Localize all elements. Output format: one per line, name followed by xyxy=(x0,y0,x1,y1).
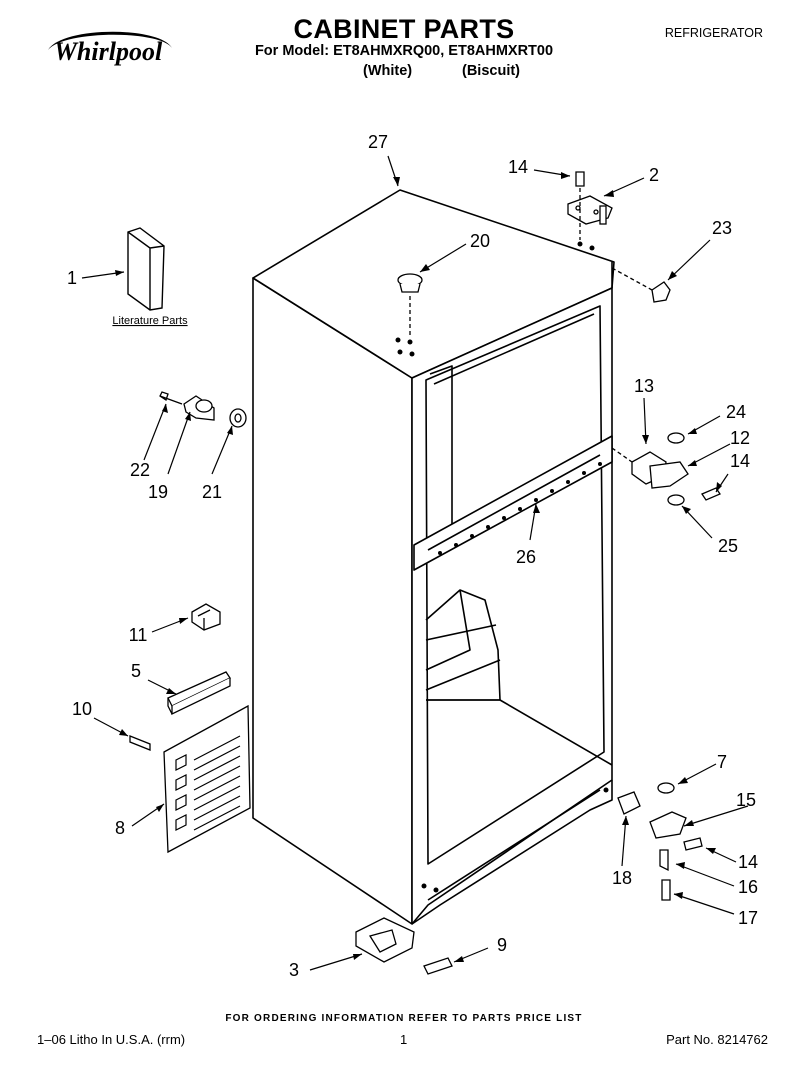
plug-part-20 xyxy=(397,273,423,336)
bottom-hinge-parts-15-18 xyxy=(617,782,703,901)
ordering-note: FOR ORDERING INFORMATION REFER TO PARTS … xyxy=(225,1013,583,1024)
callout-11: 11 xyxy=(129,625,148,645)
callout-21: 21 xyxy=(202,482,222,502)
callout-numbers: 27 14 2 20 23 1 13 24 12 14 22 19 21 26 … xyxy=(67,132,758,980)
callout-15: 15 xyxy=(736,790,756,810)
page-number: 1 xyxy=(400,1032,408,1047)
callout-7: 7 xyxy=(717,752,727,772)
callout-24: 24 xyxy=(726,402,746,422)
callout-3: 3 xyxy=(289,960,299,980)
callout-10: 10 xyxy=(72,699,92,719)
model-line: For Model: ET8AHMXRQ00, ET8AHMXRT00 xyxy=(254,43,554,59)
callout-16: 16 xyxy=(738,877,758,897)
page-title: CABINET PARTS xyxy=(293,14,515,44)
variant-biscuit: (Biscuit) xyxy=(462,63,520,79)
callout-26: 26 xyxy=(516,547,536,567)
bracket-part-11 xyxy=(191,603,221,631)
center-hinge-parts-12-13 xyxy=(611,432,721,506)
appliance-category: REFRIGERATOR xyxy=(664,26,763,40)
callout-1: 1 xyxy=(67,268,77,288)
callout-27: 27 xyxy=(368,132,388,152)
variant-white: (White) xyxy=(363,63,413,79)
screw-part-10 xyxy=(129,735,151,751)
callout-12: 12 xyxy=(730,428,750,448)
literature-parts-label: Literature Parts xyxy=(112,315,188,327)
cabinet-outline xyxy=(252,189,615,925)
callout-14-bottom: 14 xyxy=(738,852,758,872)
callout-14-middle: 14 xyxy=(730,451,750,471)
callout-13: 13 xyxy=(634,376,654,396)
callout-14-top: 14 xyxy=(508,157,528,177)
litho-info: 1–06 Litho In U.S.A. (rrm) xyxy=(37,1032,186,1047)
callout-19: 19 xyxy=(148,482,168,502)
callout-8: 8 xyxy=(115,818,125,838)
literature-parts-icon xyxy=(127,227,165,311)
callout-17: 17 xyxy=(738,908,758,928)
callout-9: 9 xyxy=(497,935,507,955)
top-hinge-part-2 xyxy=(567,171,613,240)
leveling-part-3-9 xyxy=(355,917,453,975)
callout-18: 18 xyxy=(612,868,632,888)
rail-holes xyxy=(395,241,609,893)
whirlpool-logo: Whirlpool xyxy=(42,24,177,74)
leader-arrowheads xyxy=(115,172,722,962)
logo-wordmark: Whirlpool xyxy=(54,37,163,66)
callout-23: 23 xyxy=(712,218,732,238)
part-number: Part No. 8214762 xyxy=(666,1032,768,1047)
strip-part-5 xyxy=(167,671,231,716)
hinge-cap-part-23 xyxy=(611,267,671,303)
callout-2: 2 xyxy=(649,165,659,185)
hinge-pin-parts-19-21-22 xyxy=(159,391,247,428)
callout-5: 5 xyxy=(131,661,141,681)
callout-25: 25 xyxy=(718,536,738,556)
callout-22: 22 xyxy=(130,460,150,480)
callout-20: 20 xyxy=(470,231,490,251)
rear-panel-part-8 xyxy=(163,704,251,854)
